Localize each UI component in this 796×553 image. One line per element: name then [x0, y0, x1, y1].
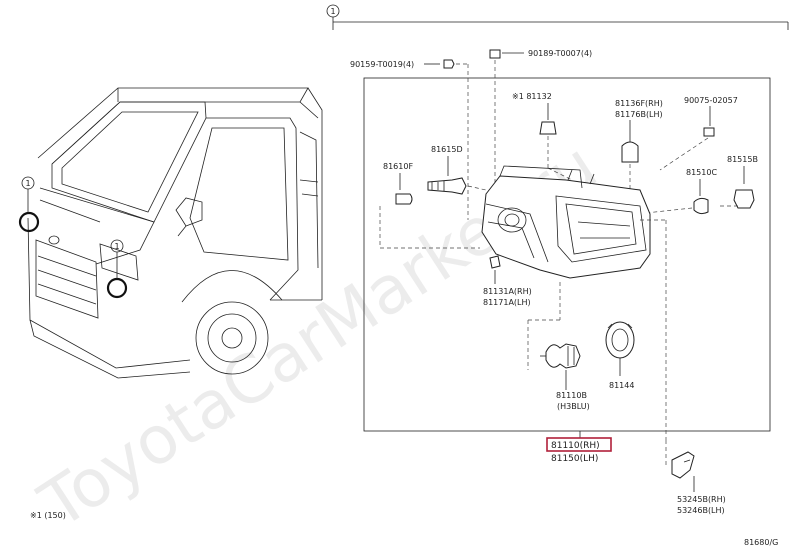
svg-text:1: 1 [115, 242, 120, 251]
part-81515b: 81515B [720, 155, 758, 209]
callout-note: ※1 (150) [30, 511, 66, 520]
svg-text:53245B(RH): 53245B(RH) [677, 495, 726, 504]
svg-text:81144: 81144 [609, 381, 634, 390]
headlamp-housing [481, 165, 667, 440]
svg-text:81610F: 81610F [383, 162, 413, 171]
bolt-90189: 90189-T0007(4) [489, 49, 592, 190]
headlamp-location-right [106, 277, 128, 299]
svg-text:81136F(RH): 81136F(RH) [615, 99, 663, 108]
top-bracket: 1 [326, 4, 789, 30]
svg-text:(H3BLU): (H3BLU) [557, 402, 590, 411]
vehicle-illustration: 1 1 [18, 87, 323, 379]
assembly-highlight [546, 437, 612, 452]
part-81615d: 81615D [427, 145, 487, 195]
svg-text:81515B: 81515B [727, 155, 758, 164]
assembly-label: 81110(RH) 81150(LH) [546, 431, 612, 464]
svg-text:81110(RH): 81110(RH) [551, 441, 600, 451]
svg-text:※1 81132: ※1 81132 [512, 92, 552, 101]
assembly-frame [363, 77, 771, 432]
bolt-90159: 90159-T0019(4) [350, 59, 469, 220]
part-81110b: 81110B (H3BLU) [540, 343, 590, 411]
svg-text:90159-T0019(4): 90159-T0019(4) [350, 60, 414, 69]
svg-text:90189-T0007(4): 90189-T0007(4) [528, 49, 592, 58]
svg-text:1: 1 [26, 179, 31, 188]
svg-text:81615D: 81615D [431, 145, 463, 154]
svg-text:53246B(LH): 53246B(LH) [677, 506, 725, 515]
diagram-code: 81680/G [744, 538, 778, 547]
svg-text:1: 1 [331, 7, 336, 16]
part-81144: 81144 [605, 321, 635, 390]
part-53245-53246: 53245B(RH) 53246B(LH) [665, 440, 726, 515]
svg-text:81110B: 81110B [556, 391, 587, 400]
part-81132: ※1 81132 [512, 92, 573, 181]
svg-text:81171A(LH): 81171A(LH) [483, 298, 531, 307]
headlamp-location-left [18, 211, 40, 233]
svg-text:81176B(LH): 81176B(LH) [615, 110, 663, 119]
clip-90075: 90075-02057 [659, 96, 738, 171]
part-81136-81176: 81136F(RH) 81176B(LH) [615, 99, 663, 210]
svg-text:81510C: 81510C [686, 168, 717, 177]
svg-text:81131A(RH): 81131A(RH) [483, 287, 532, 296]
callout-1-left: 1 [21, 176, 35, 213]
part-81131-81171: 81131A(RH) 81171A(LH) [483, 255, 532, 307]
svg-text:90075-02057: 90075-02057 [684, 96, 738, 105]
callout-1-right: 1 [110, 239, 124, 279]
part-81610f: 81610F [379, 162, 480, 249]
svg-text:81150(LH): 81150(LH) [551, 454, 598, 464]
